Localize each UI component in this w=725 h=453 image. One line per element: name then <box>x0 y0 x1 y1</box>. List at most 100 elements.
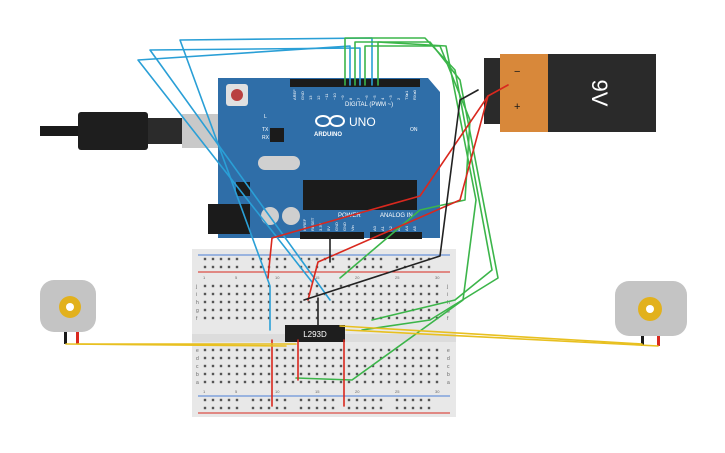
breadboard-hole[interactable] <box>371 380 375 384</box>
breadboard-hole[interactable] <box>243 372 247 376</box>
breadboard-hole[interactable] <box>323 300 327 304</box>
breadboard-hole[interactable] <box>211 380 215 384</box>
breadboard-hole[interactable] <box>371 308 375 312</box>
breadboard-hole[interactable] <box>283 356 287 360</box>
breadboard-hole[interactable] <box>387 356 391 360</box>
breadboard-hole[interactable] <box>211 348 215 352</box>
breadboard-hole[interactable] <box>363 364 367 368</box>
breadboard-hole[interactable] <box>259 284 263 288</box>
breadboard-hole[interactable] <box>331 316 335 320</box>
breadboard-hole[interactable] <box>347 364 351 368</box>
breadboard-hole[interactable] <box>259 265 263 269</box>
breadboard-hole[interactable] <box>203 348 207 352</box>
breadboard-hole[interactable] <box>427 292 431 296</box>
breadboard-hole[interactable] <box>347 348 351 352</box>
breadboard-hole[interactable] <box>299 380 303 384</box>
breadboard-hole[interactable] <box>355 364 359 368</box>
breadboard-hole[interactable] <box>307 316 311 320</box>
breadboard-hole[interactable] <box>339 348 343 352</box>
breadboard-hole[interactable] <box>427 308 431 312</box>
breadboard-hole[interactable] <box>203 292 207 296</box>
breadboard-hole[interactable] <box>387 316 391 320</box>
breadboard-hole[interactable] <box>363 380 367 384</box>
breadboard-hole[interactable] <box>235 398 239 402</box>
breadboard-hole[interactable] <box>331 348 335 352</box>
breadboard-hole[interactable] <box>235 257 239 261</box>
breadboard-hole[interactable] <box>275 300 279 304</box>
breadboard-hole[interactable] <box>419 316 423 320</box>
breadboard-hole[interactable] <box>227 316 231 320</box>
breadboard-hole[interactable] <box>243 308 247 312</box>
breadboard-hole[interactable] <box>411 380 415 384</box>
breadboard-hole[interactable] <box>395 257 399 261</box>
breadboard-hole[interactable] <box>259 406 263 410</box>
breadboard-hole[interactable] <box>219 292 223 296</box>
breadboard-hole[interactable] <box>363 398 367 402</box>
breadboard-hole[interactable] <box>259 356 263 360</box>
breadboard-hole[interactable] <box>307 364 311 368</box>
breadboard-hole[interactable] <box>219 348 223 352</box>
breadboard-hole[interactable] <box>275 308 279 312</box>
breadboard-hole[interactable] <box>219 406 223 410</box>
breadboard-hole[interactable] <box>331 265 335 269</box>
breadboard-hole[interactable] <box>259 292 263 296</box>
breadboard-hole[interactable] <box>235 308 239 312</box>
breadboard-hole[interactable] <box>371 300 375 304</box>
breadboard-hole[interactable] <box>419 372 423 376</box>
breadboard-hole[interactable] <box>251 284 255 288</box>
breadboard-hole[interactable] <box>363 348 367 352</box>
breadboard-hole[interactable] <box>259 380 263 384</box>
breadboard-hole[interactable] <box>259 316 263 320</box>
breadboard-hole[interactable] <box>259 398 263 402</box>
breadboard-hole[interactable] <box>235 356 239 360</box>
breadboard-hole[interactable] <box>371 372 375 376</box>
breadboard-hole[interactable] <box>331 356 335 360</box>
breadboard-hole[interactable] <box>323 380 327 384</box>
breadboard-hole[interactable] <box>387 380 391 384</box>
breadboard-hole[interactable] <box>275 364 279 368</box>
breadboard-hole[interactable] <box>203 356 207 360</box>
breadboard-hole[interactable] <box>307 300 311 304</box>
breadboard-hole[interactable] <box>419 406 423 410</box>
breadboard-hole[interactable] <box>251 300 255 304</box>
breadboard-hole[interactable] <box>227 308 231 312</box>
breadboard-hole[interactable] <box>355 398 359 402</box>
breadboard-hole[interactable] <box>387 364 391 368</box>
breadboard-hole[interactable] <box>395 372 399 376</box>
breadboard-hole[interactable] <box>299 372 303 376</box>
breadboard-hole[interactable] <box>355 356 359 360</box>
breadboard-hole[interactable] <box>283 406 287 410</box>
breadboard-hole[interactable] <box>219 398 223 402</box>
breadboard-hole[interactable] <box>347 356 351 360</box>
breadboard-hole[interactable] <box>427 348 431 352</box>
breadboard-hole[interactable] <box>219 284 223 288</box>
breadboard-hole[interactable] <box>379 364 383 368</box>
breadboard-hole[interactable] <box>275 316 279 320</box>
breadboard-hole[interactable] <box>227 292 231 296</box>
breadboard-hole[interactable] <box>203 265 207 269</box>
breadboard-hole[interactable] <box>267 284 271 288</box>
breadboard-hole[interactable] <box>355 380 359 384</box>
breadboard-hole[interactable] <box>363 284 367 288</box>
breadboard-hole[interactable] <box>347 300 351 304</box>
breadboard-hole[interactable] <box>347 257 351 261</box>
breadboard-hole[interactable] <box>235 284 239 288</box>
breadboard-hole[interactable] <box>211 308 215 312</box>
breadboard-hole[interactable] <box>387 292 391 296</box>
breadboard-hole[interactable] <box>371 316 375 320</box>
breadboard-hole[interactable] <box>275 284 279 288</box>
breadboard-hole[interactable] <box>211 372 215 376</box>
breadboard-hole[interactable] <box>355 300 359 304</box>
breadboard-hole[interactable] <box>259 257 263 261</box>
breadboard-hole[interactable] <box>339 300 343 304</box>
breadboard-hole[interactable] <box>427 265 431 269</box>
breadboard-hole[interactable] <box>227 380 231 384</box>
breadboard-hole[interactable] <box>339 364 343 368</box>
breadboard-hole[interactable] <box>363 265 367 269</box>
breadboard-hole[interactable] <box>267 316 271 320</box>
breadboard-hole[interactable] <box>371 398 375 402</box>
breadboard-hole[interactable] <box>379 308 383 312</box>
breadboard-hole[interactable] <box>251 308 255 312</box>
breadboard-hole[interactable] <box>299 356 303 360</box>
breadboard-hole[interactable] <box>291 372 295 376</box>
